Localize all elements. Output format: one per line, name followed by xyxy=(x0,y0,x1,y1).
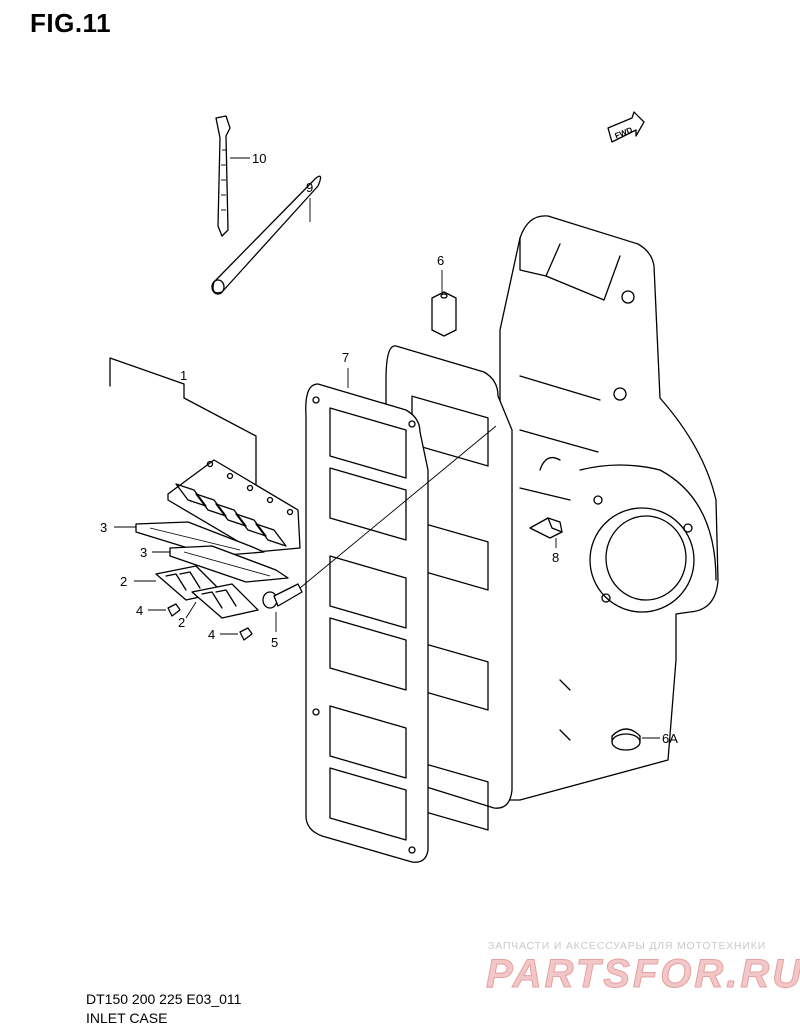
callout-2a: 2 xyxy=(120,574,127,589)
callout-10: 10 xyxy=(252,151,266,166)
figure-footer: DT150 200 225 E03_011 INLET CASE xyxy=(86,990,241,1028)
reed-valve-assembly xyxy=(109,357,301,553)
callout-6A: 6A xyxy=(662,731,678,746)
callout-9: 9 xyxy=(306,180,313,195)
bolt-part xyxy=(529,517,563,548)
gasket-front xyxy=(305,368,429,863)
cable-tie-part xyxy=(215,115,250,237)
callout-3b: 3 xyxy=(140,545,147,560)
callout-6: 6 xyxy=(437,253,444,268)
fwd-arrow-icon: FWD xyxy=(607,111,645,143)
callout-5: 5 xyxy=(271,635,278,650)
model-code: DT150 200 225 E03_011 xyxy=(86,991,242,1007)
callout-2b: 2 xyxy=(178,615,185,630)
pin-part xyxy=(431,270,457,337)
callout-4a: 4 xyxy=(136,603,143,618)
section-name: INLET CASE xyxy=(86,1010,168,1026)
reed-plate-upper xyxy=(114,521,265,557)
figure-title: FIG.11 xyxy=(30,8,112,38)
callout-4b: 4 xyxy=(208,627,215,642)
mounting-screw-part xyxy=(262,425,497,632)
watermark-tagline: ЗАПЧАСТИ И АКСЕССУАРЫ ДЛЯ МОТОТЕХНИКИ xyxy=(488,940,767,952)
inlet-case-body xyxy=(499,215,719,801)
watermark-logo: PARTSFOR.RU xyxy=(485,952,800,997)
hose-part xyxy=(211,175,322,295)
screw-right xyxy=(220,627,253,641)
screw-left xyxy=(148,603,181,617)
callout-8: 8 xyxy=(552,550,559,565)
callout-3a: 3 xyxy=(100,520,107,535)
callout-7: 7 xyxy=(342,350,349,365)
plug-part xyxy=(611,728,660,751)
reed-plate-lower xyxy=(152,545,289,583)
reed-stopper-right xyxy=(185,583,259,619)
callout-1: 1 xyxy=(180,368,187,383)
